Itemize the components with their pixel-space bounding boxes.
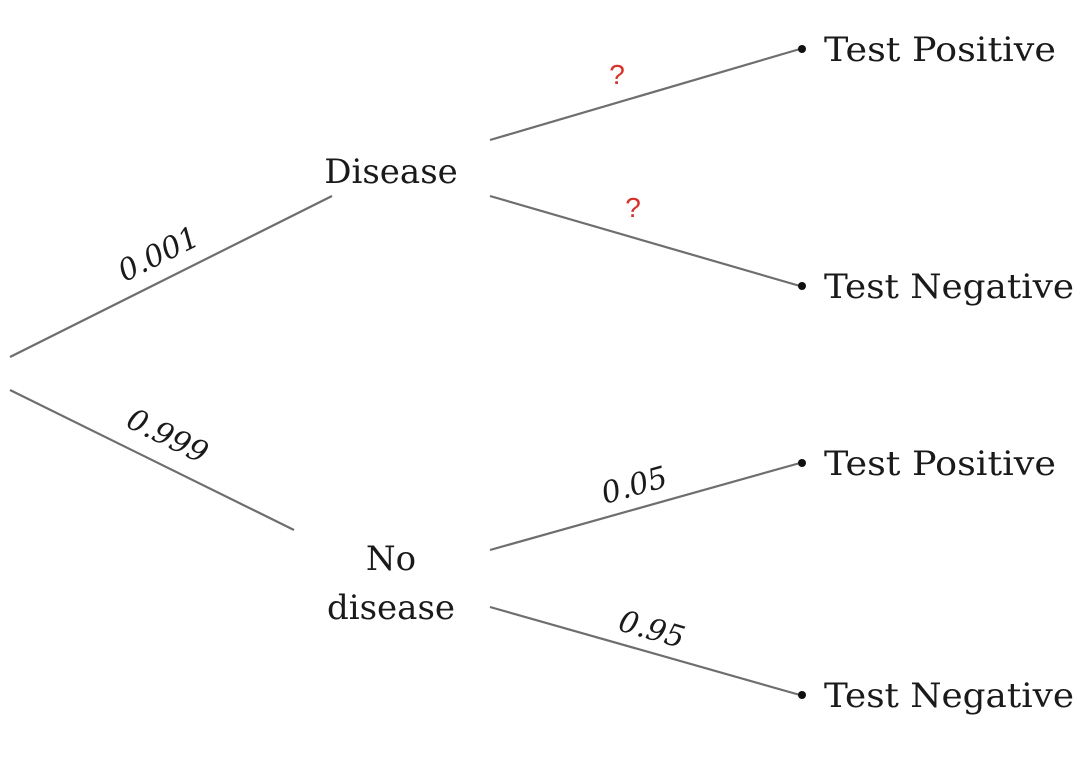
node-no-disease-line1: No <box>366 539 416 579</box>
edge-disease-to-negative <box>489 194 801 288</box>
edge-disease-to-positive <box>489 47 801 142</box>
leaf-dot-3 <box>798 459 806 467</box>
edge-no-disease-to-positive <box>489 461 801 552</box>
prob-disease-to-positive-unknown: ? <box>609 59 625 90</box>
leaf-test-positive-1: Test Positive <box>824 30 1056 70</box>
leaf-test-positive-2: Test Positive <box>824 444 1056 484</box>
prob-root-to-disease: 0.001 <box>113 220 205 290</box>
edge-root-to-no-disease <box>9 389 295 531</box>
prob-disease-to-negative-unknown: ? <box>625 192 641 223</box>
leaf-test-negative-1: Test Negative <box>824 267 1074 307</box>
prob-no-disease-to-negative: 0.95 <box>615 604 689 656</box>
edge-no-disease-to-negative <box>489 605 801 697</box>
node-disease: Disease <box>324 152 458 192</box>
leaf-test-negative-2: Test Negative <box>824 676 1074 716</box>
node-no-disease-line2: disease <box>327 588 455 628</box>
leaf-dot-2 <box>798 282 806 290</box>
edge-root-to-disease <box>9 195 333 358</box>
prob-no-disease-to-positive: 0.05 <box>598 460 672 512</box>
leaf-dot-4 <box>798 691 806 699</box>
leaf-dot-1 <box>798 45 806 53</box>
prob-root-to-no-disease: 0.999 <box>121 402 214 471</box>
